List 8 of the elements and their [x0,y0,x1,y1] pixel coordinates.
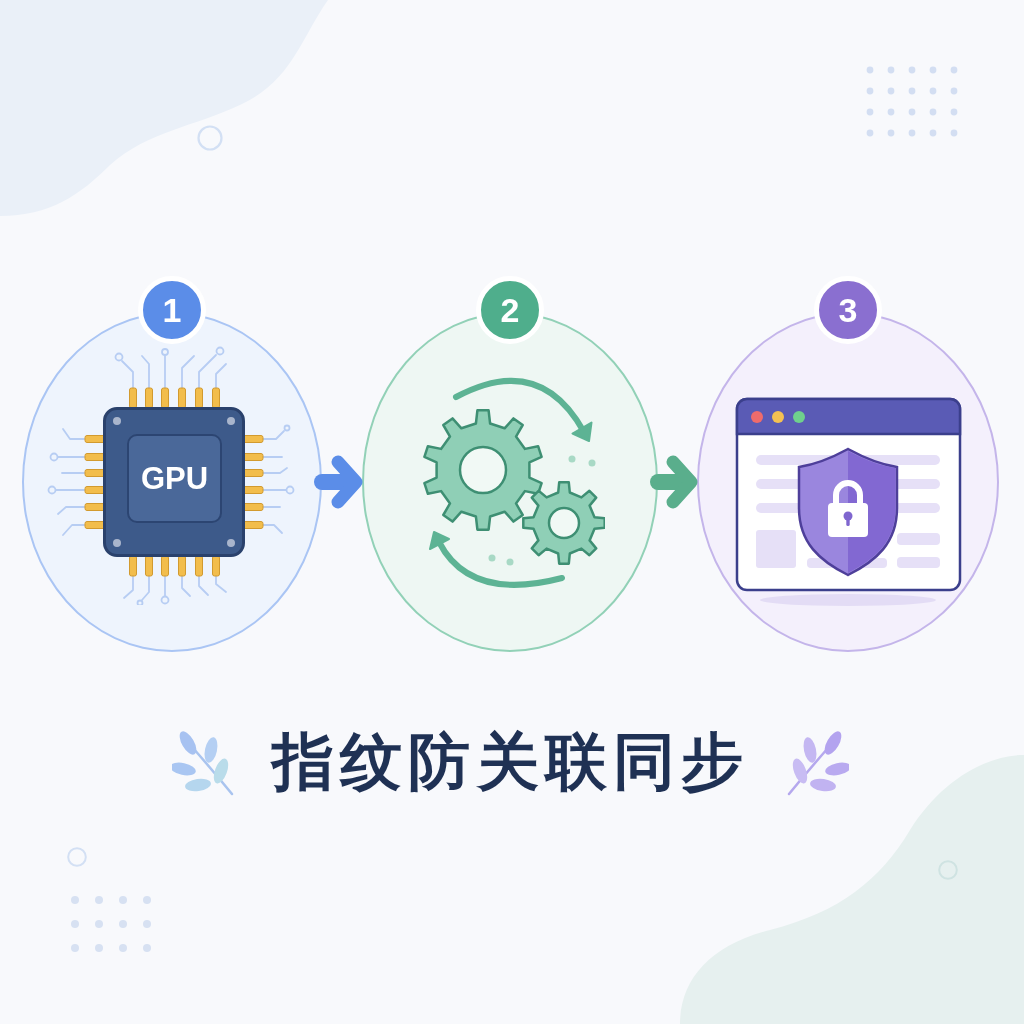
gpu-chip [103,407,245,557]
chip-label: GPU [140,463,209,494]
step-number: 2 [476,276,544,344]
step-number: 3 [814,276,882,344]
arrow [314,455,363,509]
step-number: 1 [138,276,206,344]
title: 指纹防关联同步 [272,731,750,793]
arrow [650,455,698,509]
